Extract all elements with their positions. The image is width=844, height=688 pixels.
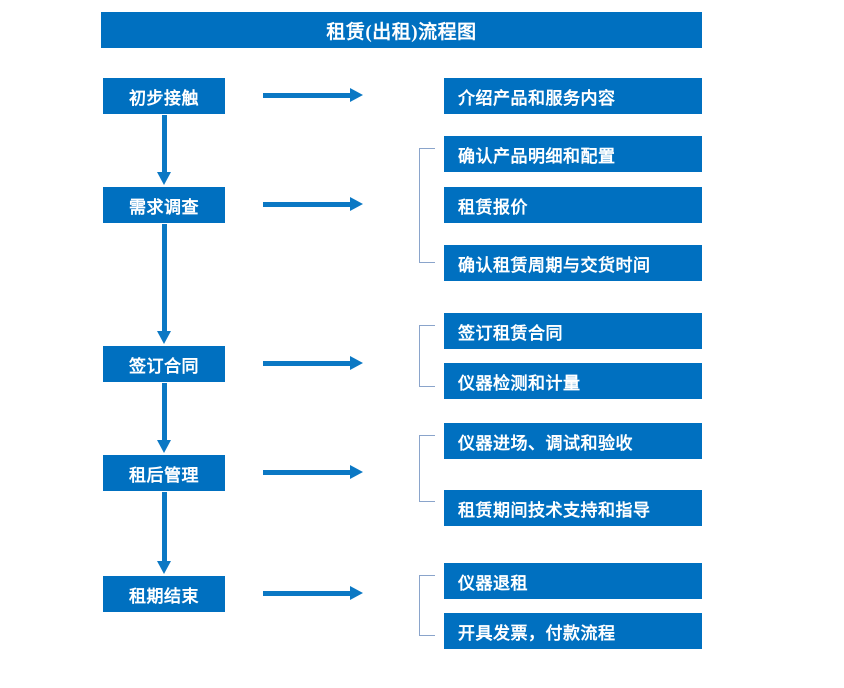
- arrow-head-down-icon: [157, 440, 171, 453]
- arrow-head-right-icon: [350, 88, 363, 102]
- arrow-head-down-icon: [157, 172, 171, 185]
- group-bracket-stage4: [419, 435, 435, 502]
- detail-box-technical-support-guidance[interactable]: 租赁期间技术支持和指导: [444, 490, 702, 526]
- arrow-shaft: [162, 383, 167, 440]
- vertical-arrow-stage1-to-stage2: [157, 115, 171, 185]
- detail-box-introduce-products-services[interactable]: 介绍产品和服务内容: [444, 78, 702, 114]
- arrow-shaft: [162, 224, 167, 331]
- vertical-arrow-stage3-to-stage4: [157, 383, 171, 453]
- arrow-head-right-icon: [350, 586, 363, 600]
- horizontal-arrow-stage1: [263, 88, 363, 102]
- stage-box-requirement-survey[interactable]: 需求调查: [103, 187, 225, 223]
- stage-box-sign-contract[interactable]: 签订合同: [103, 346, 225, 382]
- stage-box-post-rental-management[interactable]: 租后管理: [103, 455, 225, 491]
- detail-box-instrument-inspection-metering[interactable]: 仪器检测和计量: [444, 363, 702, 399]
- flowchart-title-banner: 租赁(出租)流程图: [101, 12, 702, 48]
- detail-box-sign-rental-contract[interactable]: 签订租赁合同: [444, 313, 702, 349]
- arrow-shaft: [263, 93, 351, 98]
- arrow-head-right-icon: [350, 356, 363, 370]
- vertical-arrow-stage2-to-stage3: [157, 224, 171, 344]
- arrow-shaft: [162, 492, 167, 561]
- detail-box-instrument-entry-commissioning-acceptance[interactable]: 仪器进场、调试和验收: [444, 423, 702, 459]
- detail-box-invoice-payment-process[interactable]: 开具发票，付款流程: [444, 613, 702, 649]
- arrow-shaft: [263, 202, 351, 207]
- arrow-shaft: [263, 361, 351, 366]
- detail-box-confirm-rental-period-delivery[interactable]: 确认租赁周期与交货时间: [444, 245, 702, 281]
- arrow-head-right-icon: [350, 465, 363, 479]
- stage-box-initial-contact[interactable]: 初步接触: [103, 78, 225, 114]
- detail-box-confirm-product-spec-config[interactable]: 确认产品明细和配置: [444, 136, 702, 172]
- detail-box-instrument-return[interactable]: 仪器退租: [444, 563, 702, 599]
- horizontal-arrow-stage2: [263, 197, 363, 211]
- arrow-shaft: [263, 470, 351, 475]
- arrow-head-down-icon: [157, 561, 171, 574]
- arrow-shaft: [162, 115, 167, 172]
- detail-box-rental-quotation[interactable]: 租赁报价: [444, 187, 702, 223]
- stage-box-rental-end[interactable]: 租期结束: [103, 576, 225, 612]
- group-bracket-stage2: [419, 148, 435, 263]
- horizontal-arrow-stage5: [263, 586, 363, 600]
- group-bracket-stage3: [419, 325, 435, 387]
- horizontal-arrow-stage3: [263, 356, 363, 370]
- vertical-arrow-stage4-to-stage5: [157, 492, 171, 574]
- arrow-shaft: [263, 591, 351, 596]
- arrow-head-down-icon: [157, 331, 171, 344]
- group-bracket-stage5: [419, 575, 435, 636]
- arrow-head-right-icon: [350, 197, 363, 211]
- horizontal-arrow-stage4: [263, 465, 363, 479]
